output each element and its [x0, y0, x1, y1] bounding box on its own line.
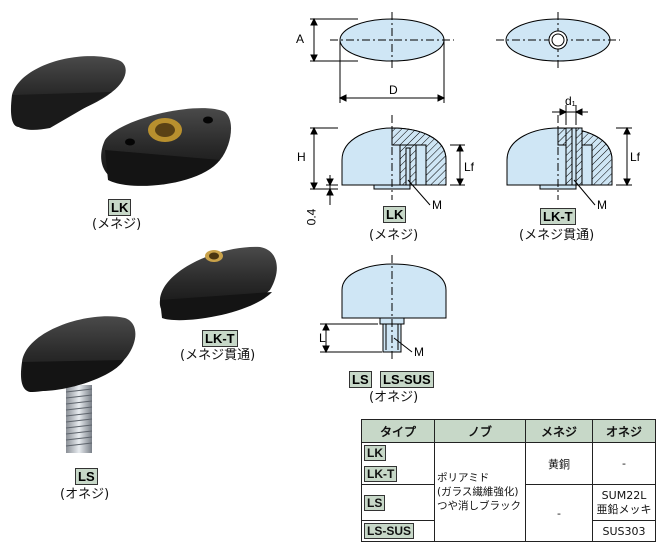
- type-tag-lkt: LK-T: [364, 465, 398, 482]
- dim-h-label: H: [297, 150, 306, 164]
- male-sum-line-2: 亜鉛メッキ: [596, 502, 652, 516]
- ls-photo-tag: LS: [75, 468, 98, 485]
- dim-lf-label: Lf: [464, 160, 475, 174]
- lk-photo-bottom: [101, 108, 232, 186]
- lkt-photo: [159, 246, 277, 321]
- knob-line: (ガラス繊維強化): [437, 486, 519, 498]
- lk-side-section: [310, 115, 465, 206]
- lk-photo-sub: (メネジ): [92, 217, 142, 232]
- ls-side-view: [320, 255, 447, 360]
- type-tag-lssus: LS-SUS: [364, 523, 415, 539]
- male-sus-cell: SUS303: [592, 520, 656, 542]
- ls-drawing-tag: LS: [349, 371, 372, 388]
- photos-illustration: [10, 56, 277, 453]
- ls-photo: [20, 316, 136, 453]
- lkt-photo-sub: (メネジ貫通): [180, 348, 256, 363]
- dim-a-label: A: [296, 32, 305, 46]
- knob-cell: ポリアミド (ガラス繊維強化) つや消しブラック: [434, 442, 526, 542]
- dim-m3-label: M: [414, 345, 424, 359]
- male-sum-cell: SUM22L 亜鉛メッキ: [592, 484, 656, 521]
- knob-line: つや消しブラック: [437, 500, 521, 512]
- table-row: LS - SUM22L 亜鉛メッキ: [361, 484, 656, 542]
- technical-drawings: [310, 12, 632, 360]
- lkt-drawing-tag: LK-T: [540, 208, 576, 225]
- type-cell: LS: [361, 484, 435, 521]
- type-tag-lk: LK: [364, 445, 386, 462]
- male-none-cell: -: [592, 442, 656, 485]
- ls-drawing-sub: (オネジ): [369, 390, 419, 405]
- lk-top-view: [330, 12, 454, 68]
- lkt-side-section: [506, 105, 632, 206]
- knob-line: ポリアミド: [437, 472, 490, 484]
- lkt-top-view: [496, 12, 620, 68]
- header-female: メネジ: [525, 419, 593, 443]
- header-male: オネジ: [592, 419, 656, 443]
- ls-photo-sub: (オネジ): [60, 487, 110, 502]
- lk-photo-top: [10, 56, 126, 130]
- female-brass-cell: 黄銅: [525, 442, 593, 485]
- type-cell: LK: [361, 442, 435, 464]
- spec-table: タイプ ノブ メネジ オネジ LK ポリアミド (ガラス繊維強化) つや消しブラ…: [361, 419, 656, 542]
- type-cell: LK-T: [361, 463, 435, 485]
- header-knob: ノブ: [434, 419, 526, 443]
- dim-m2-label: M: [597, 198, 607, 212]
- header-type: タイプ: [361, 419, 435, 443]
- female-none-cell: -: [525, 484, 593, 542]
- type-tag-ls: LS: [364, 494, 386, 511]
- dim-d1-label: d₁: [565, 94, 576, 108]
- dim-lf2-label: Lf: [630, 150, 641, 164]
- table-row: LK-T: [361, 463, 656, 485]
- dim-m1-label: M: [432, 198, 442, 212]
- table-row: LS-SUS SUS303: [361, 520, 656, 542]
- lssus-drawing-tag: LS-SUS: [380, 371, 434, 388]
- dim-l-label: L: [319, 331, 326, 345]
- lkt-drawing-sub: (メネジ貫通): [519, 228, 595, 243]
- male-sum-line-1: SUM22L: [601, 488, 647, 502]
- dim-04-label: 0.4: [304, 208, 319, 226]
- type-cell: LS-SUS: [361, 520, 435, 542]
- lkt-photo-tag: LK-T: [202, 330, 238, 347]
- lk-drawing-tag: LK: [383, 206, 407, 223]
- lk-photo-tag: LK: [108, 199, 132, 216]
- lk-drawing-sub: (メネジ): [369, 228, 419, 243]
- table-row: LK ポリアミド (ガラス繊維強化) つや消しブラック 黄銅 -: [361, 442, 656, 542]
- dim-d-label: D: [389, 83, 398, 97]
- table-header-row: タイプ ノブ メネジ オネジ: [361, 419, 656, 443]
